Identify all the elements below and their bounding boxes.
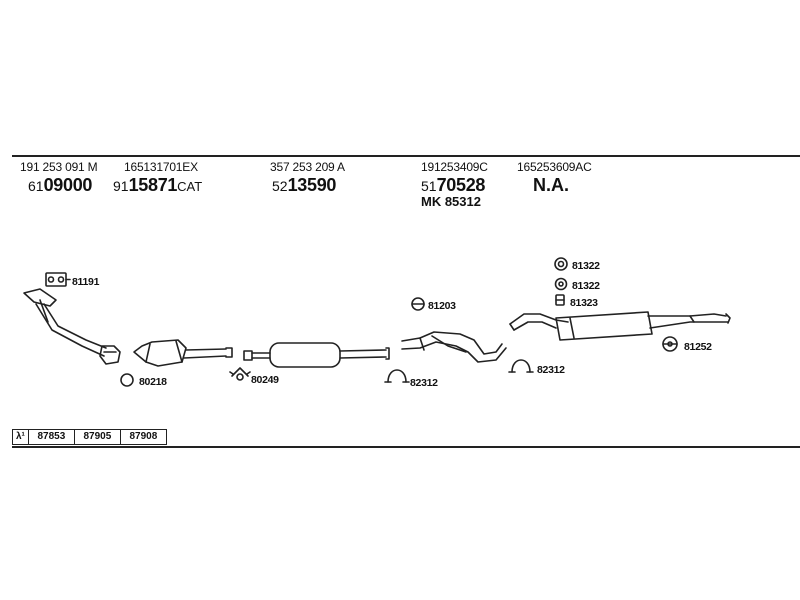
part-code-suffix: CAT [177, 179, 203, 194]
clamp-icon [229, 367, 251, 381]
part-oe-number: 191253409C [421, 160, 488, 174]
intermediate-pipe-icon [401, 331, 507, 363]
reference-code: 87908 [119, 430, 166, 444]
gasket-icon [45, 272, 71, 287]
mounting-kit-label: MK 85312 [421, 194, 481, 209]
part-code-main: 13590 [287, 175, 337, 195]
hanger-ring-icon [554, 257, 568, 271]
reference-code: 87905 [73, 430, 120, 444]
part-code: 5213590 [272, 176, 336, 195]
part-code: 5170528 [421, 176, 485, 195]
hanger-block-icon [555, 294, 565, 306]
part-oe-number: 357 253 209 A [270, 160, 345, 174]
u-clamp-icon [508, 359, 534, 373]
part-code-main: 09000 [43, 175, 93, 195]
fitting-label: 81322 [572, 280, 600, 292]
part-code: 6109000 [28, 176, 92, 195]
reference-row: λ¹ 87853 87905 87908 [12, 429, 167, 445]
fitting-label: 80249 [251, 374, 279, 386]
part-code-not-available: N.A. [533, 175, 569, 195]
ring-gasket-icon [120, 373, 134, 387]
rubber-mount-icon [411, 297, 425, 311]
fitting-label: 81203 [428, 300, 456, 312]
part-code: 9115871CAT [113, 176, 202, 195]
part-code-prefix: 91 [113, 178, 129, 194]
part-code-prefix: 52 [272, 178, 288, 194]
catalytic-converter-icon [133, 339, 233, 367]
part-code-main: 70528 [436, 175, 486, 195]
reference-code: 87853 [27, 430, 74, 444]
hanger-ring-icon [554, 277, 568, 291]
u-clamp-icon [384, 369, 410, 383]
part-oe-number: 165253609AC [517, 160, 592, 174]
lambda-symbol: λ¹ [16, 431, 25, 442]
rear-silencer-icon [509, 311, 731, 341]
part-oe-number: 165131701EX [124, 160, 198, 174]
fitting-label: 80218 [139, 376, 167, 388]
fitting-label: 81252 [684, 341, 712, 353]
rubber-mount-icon [662, 336, 678, 352]
front-pipe-icon [23, 288, 121, 365]
fitting-label: 81322 [572, 260, 600, 272]
part-code-main: 15871 [128, 175, 178, 195]
fitting-label: 82312 [537, 364, 565, 376]
fitting-label: 82312 [410, 377, 438, 389]
part-oe-number: 191 253 091 M [20, 160, 98, 174]
diagram-frame [12, 155, 800, 448]
part-code-prefix: 51 [421, 178, 437, 194]
fitting-label: 81191 [72, 276, 100, 288]
fitting-label: 81323 [570, 297, 598, 309]
part-code-prefix: 61 [28, 178, 44, 194]
middle-silencer-icon [243, 342, 390, 368]
